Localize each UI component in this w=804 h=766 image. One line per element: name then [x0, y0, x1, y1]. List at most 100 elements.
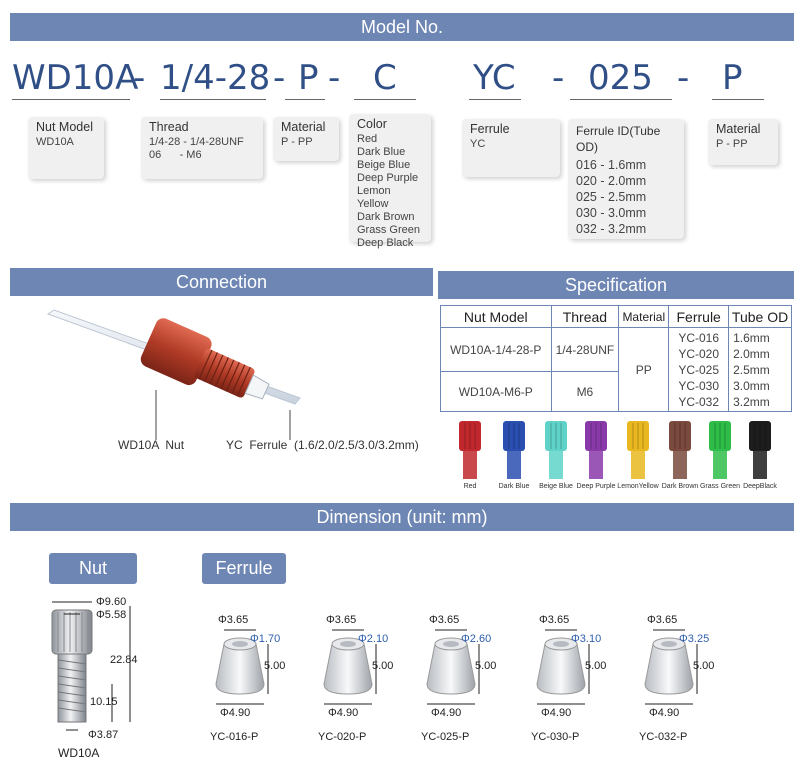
- box-line: P - PP: [281, 136, 313, 148]
- nut-dim-h1: 22.84: [110, 654, 138, 666]
- ferrule-item: YC-025: [678, 362, 720, 377]
- swatch-lemonyellow: [624, 421, 652, 481]
- box-title: Ferrule: [470, 122, 510, 136]
- swatch-label: Beige Blue: [539, 483, 573, 490]
- cell-tube-od-list: 1.6mm 2.0mm 2.5mm 3.0mm 3.2mm: [728, 327, 792, 412]
- box-line: 025 - 2.5mm: [576, 190, 647, 204]
- underline-material-2: [712, 99, 764, 100]
- swatch-label: Red: [463, 483, 477, 490]
- swatch-grass-green: [706, 421, 734, 481]
- code-dash-5: -: [677, 58, 690, 98]
- ferrule-name: YC-025-P: [421, 731, 470, 743]
- nut-dim-h2: 10.15: [90, 696, 118, 708]
- box-line: Dark Blue: [357, 146, 406, 158]
- code-thread: 1/4-28: [160, 58, 271, 98]
- swatch-deep-purple: [582, 421, 610, 481]
- nut-dim-d1: Φ9.60: [96, 596, 127, 608]
- ferrule-name: YC-032-P: [639, 731, 688, 743]
- ferrule-drawing: [644, 629, 698, 705]
- tube-od-item: 1.6mm: [733, 330, 770, 345]
- ferrule-height-dim: 5.00: [475, 660, 497, 672]
- box-line: Dark Brown: [357, 211, 415, 223]
- swatch-label: Grass Green: [699, 483, 741, 490]
- box-line: 020 - 2.0mm: [576, 174, 647, 188]
- box-ferrule-id: Ferrule ID(Tube OD) 016 - 1.6mm 020 - 2.…: [568, 119, 684, 239]
- code-dash-1: -: [133, 58, 146, 98]
- box-line: 016 - 1.6mm: [576, 158, 647, 172]
- box-title: Thread: [149, 120, 189, 134]
- box-title: Nut Model: [36, 120, 93, 134]
- ferrule-id-dim: Φ2.10: [358, 633, 389, 645]
- cell-material: PP: [618, 327, 670, 412]
- ferrule-height-dim: 5.00: [372, 660, 394, 672]
- underline-nut: [12, 99, 130, 100]
- ferrule-drawing: [323, 629, 377, 705]
- swatch-deepblack: [746, 421, 774, 481]
- box-material: Material P - PP: [273, 117, 339, 161]
- ferrule-id-dim: Φ2.60: [461, 633, 492, 645]
- box-title: Material: [716, 122, 761, 136]
- ferrule-drawing: [536, 629, 590, 705]
- connection-illustration: [46, 309, 301, 440]
- model-header: Model No.: [10, 13, 794, 41]
- tube-od-item: 2.0mm: [733, 346, 770, 361]
- spec-table: Nut Model Thread Material Ferrule Tube O…: [440, 305, 792, 412]
- th-material: Material: [618, 305, 670, 328]
- box-line: 030 - 3.0mm: [576, 206, 647, 220]
- th-thread: Thread: [550, 305, 620, 328]
- box-line: Deep Purple: [357, 172, 419, 184]
- box-ferrule: Ferrule YC: [462, 119, 560, 177]
- swatch-label: Dark Brown: [661, 483, 699, 490]
- swatch-label: Deep Purple: [576, 483, 616, 490]
- code-wd10a: WD10A: [12, 58, 139, 98]
- ferrule-bottom-dim: Φ4.90: [541, 707, 572, 719]
- nut-dim-d2: Φ5.58: [96, 609, 127, 621]
- box-line: 032 - 3.2mm: [576, 222, 647, 236]
- box-line: P - PP: [716, 138, 748, 150]
- ferrule-id-dim: Φ3.25: [679, 633, 710, 645]
- box-color: Color Red Dark Blue Beige Blue Deep Purp…: [349, 114, 431, 249]
- table-row: WD10A-M6-P M6: [440, 371, 792, 412]
- th-nut-model: Nut Model: [440, 305, 552, 328]
- cell-nut-model: WD10A-M6-P: [440, 371, 552, 412]
- ferrule-top-dim: Φ3.65: [429, 614, 460, 626]
- ferrule-bottom-dim: Φ4.90: [431, 707, 462, 719]
- tube-od-item: 2.5mm: [733, 362, 770, 377]
- ferrule-name: YC-030-P: [531, 731, 580, 743]
- box-line: Lemon Yellow: [357, 185, 391, 210]
- box-line: 06 - M6: [149, 149, 202, 161]
- ferrule-bottom-dim: Φ4.90: [220, 707, 251, 719]
- connection-header-label: Connection: [175, 271, 268, 292]
- ferrule-item: YC-032: [678, 394, 720, 409]
- cell-ferrule-list: YC-016 YC-020 YC-025 YC-030 YC-032: [668, 327, 730, 412]
- ferrule-height-dim: 5.00: [693, 660, 715, 672]
- box-line: Beige Blue: [357, 159, 411, 171]
- ferrule-id-dim: Φ1.70: [250, 633, 281, 645]
- underline-material: [285, 99, 325, 100]
- code-color: C: [373, 58, 397, 98]
- swatch-label: DeepBlack: [743, 483, 777, 490]
- cell-thread: 1/4-28UNF: [550, 327, 620, 372]
- nut-drawing: [51, 601, 131, 731]
- box-nut-model: Nut Model WD10A: [28, 117, 104, 179]
- ferrule-title: Ferrule: [202, 553, 286, 584]
- nut-title-label: Nut: [78, 558, 107, 578]
- ferrule-shape: [244, 374, 270, 400]
- tube-od-item: 3.2mm: [733, 394, 770, 409]
- dimension-header-label: Dimension (unit: mm): [316, 506, 488, 527]
- nut-thread-shape: [57, 653, 87, 723]
- box-material-2: Material P - PP: [708, 119, 778, 165]
- underline-color: [354, 99, 416, 100]
- model-header-label: Model No.: [360, 16, 444, 37]
- code-material: P: [298, 58, 319, 98]
- code-dash-3: -: [328, 58, 341, 98]
- cell-thread: M6: [550, 371, 620, 412]
- box-line: YC: [470, 138, 486, 150]
- nut-knurled-head: [140, 318, 212, 386]
- spec-header-label: Specification: [564, 274, 668, 295]
- nut-threaded-body: [194, 348, 255, 398]
- swatch-red: [456, 421, 484, 481]
- code-material-2: P: [722, 58, 743, 98]
- spec-header: Specification: [438, 271, 794, 299]
- box-title: Color: [357, 117, 387, 131]
